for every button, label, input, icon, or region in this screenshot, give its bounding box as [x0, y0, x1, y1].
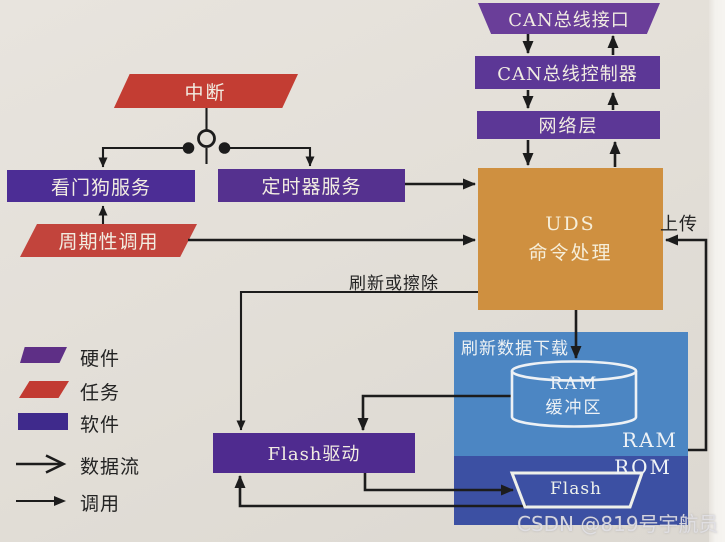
- ram-buffer-label-line1: RAM: [549, 374, 599, 395]
- node-can-bus-controller: [475, 56, 660, 89]
- legend-hardware-label: 硬件: [80, 347, 121, 370]
- upload-edge-label: 上传: [660, 214, 698, 235]
- node-watchdog-service: [7, 170, 195, 202]
- node-timer-service: [218, 169, 405, 202]
- legend-call-arrow: [16, 496, 66, 506]
- node-flash-driver: [213, 433, 415, 473]
- uds-label-line1: UDS: [545, 212, 596, 235]
- legend-software-label: 软件: [80, 413, 121, 436]
- flush-or-erase-edge-label: 刷新或擦除: [349, 273, 439, 294]
- uds-label: UDS 命令处理: [478, 168, 663, 310]
- uds-label-line2: 命令处理: [528, 242, 613, 264]
- ram-buffer-label-line2: 缓冲区: [545, 398, 603, 418]
- node-interrupt: [113, 74, 298, 108]
- csdn-watermark: CSDN @819号宇航员: [517, 511, 719, 536]
- node-periodic-call: [20, 224, 197, 257]
- legend-call-label: 调用: [80, 492, 121, 515]
- legend-task-label: 任务: [80, 381, 121, 404]
- can-bus-interface-label: CAN总线接口: [508, 9, 630, 31]
- can-bus-controller-label: CAN总线控制器: [497, 63, 638, 85]
- flash-label: Flash: [549, 479, 603, 499]
- network-layer-label: 网络层: [538, 116, 599, 137]
- node-can-bus-interface: [478, 3, 660, 34]
- interrupt-label: 中断: [184, 81, 227, 104]
- timer-service-label: 定时器服务: [261, 176, 362, 198]
- legend-dataflow-arrow: [16, 454, 67, 474]
- flash-driver-label: Flash驱动: [267, 444, 361, 465]
- page-edge: [709, 0, 725, 542]
- ram-buffer-label: RAM 缓冲区: [512, 374, 636, 420]
- node-network-layer: [477, 111, 660, 139]
- interrupt-switch: [182, 129, 231, 154]
- legend-dataflow-label: 数据流: [80, 455, 141, 478]
- watchdog-service-label: 看门狗服务: [50, 176, 151, 199]
- node-uds-command-processing: [478, 168, 663, 310]
- download-area-label: 刷新数据下载: [461, 338, 569, 359]
- legend-hardware-swatch: [20, 347, 67, 363]
- legend-software-swatch: [18, 413, 68, 430]
- legend-task-swatch: [19, 381, 69, 398]
- periodic-call-label: 周期性调用: [58, 231, 159, 253]
- ram-region-label: RAM: [622, 428, 678, 452]
